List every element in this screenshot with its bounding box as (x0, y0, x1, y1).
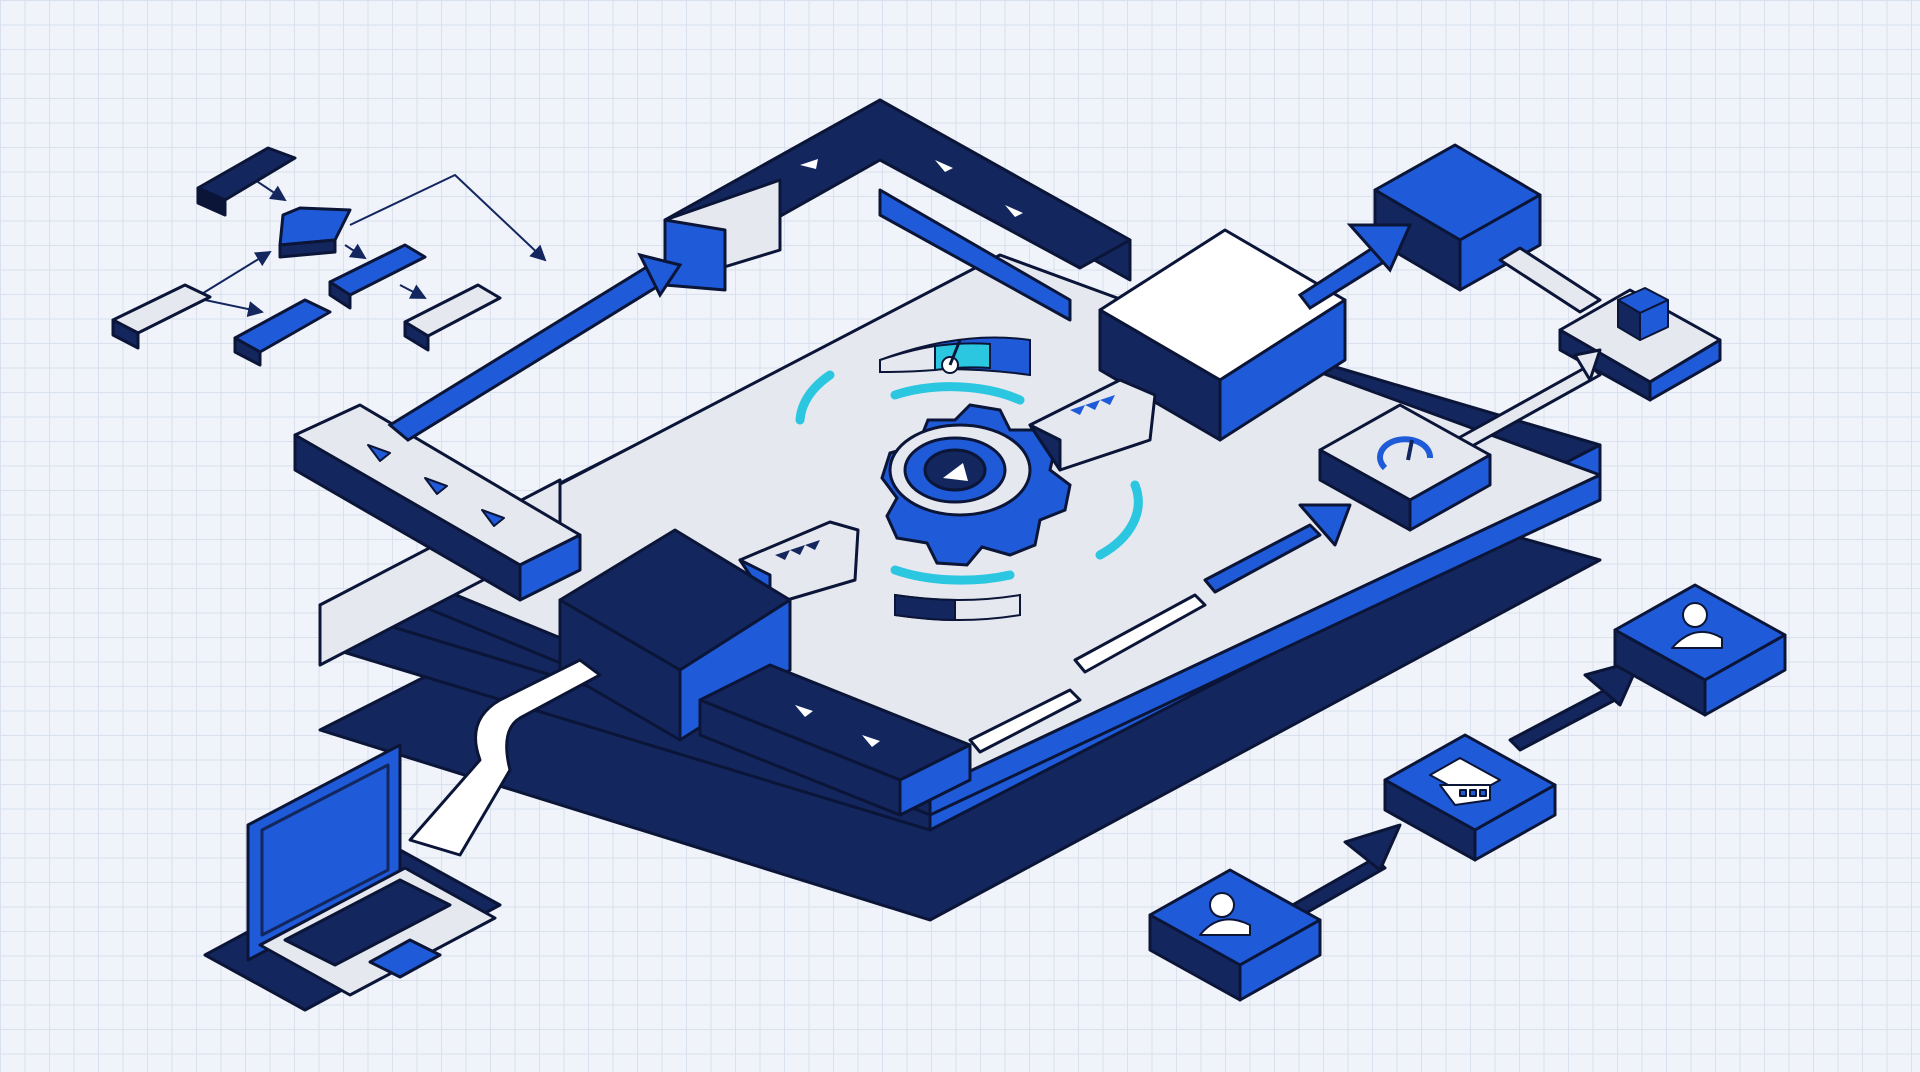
top-rail (663, 98, 1132, 322)
gauge-icon (1377, 436, 1433, 471)
flow-node-process-1 (328, 243, 427, 310)
rail-arrow-3 (1005, 205, 1023, 217)
package-block (1453, 246, 1722, 452)
bottom-arrow-1 (795, 705, 813, 717)
user-chain (1148, 583, 1787, 1002)
user-icon (1199, 892, 1251, 936)
flow-node-light-2 (403, 283, 502, 352)
gear-in-arrow (738, 520, 860, 607)
laptop-trackpad (368, 938, 442, 979)
bottom-gauge (894, 593, 1021, 622)
flow-node-process-2 (233, 298, 332, 367)
flow-node-decision (278, 206, 352, 259)
building-block (1383, 733, 1557, 862)
bottom-conveyor (698, 663, 972, 817)
bottom-arrow-2 (862, 735, 880, 747)
mini-flowchart (111, 146, 547, 367)
cycle-arrows (795, 370, 1143, 585)
flow-node-start (196, 146, 297, 217)
box-icon (1617, 287, 1669, 341)
flow-node-light-1 (111, 283, 212, 350)
top-right-cube (1373, 143, 1542, 292)
conveyor-arrow-1 (367, 444, 391, 462)
central-gear (795, 370, 1143, 585)
data-ribbon (408, 658, 602, 857)
user-block-left (1148, 868, 1322, 1002)
input-arrow (387, 252, 683, 442)
building-icon (1429, 757, 1501, 806)
output-pipe (968, 503, 1352, 754)
conveyor-arrow-2 (424, 477, 448, 495)
gauge-block (1318, 403, 1492, 532)
laptop-keyboard (283, 878, 452, 967)
process-block-dark (558, 528, 792, 742)
center-in-arrow (1028, 378, 1157, 472)
laptop (203, 743, 502, 1012)
center-box (1098, 228, 1347, 442)
conveyor-arrow-3 (481, 509, 505, 527)
top-right-arrow (1297, 223, 1413, 310)
speed-gauge (879, 336, 1031, 377)
user-block-right (1613, 583, 1787, 717)
rail-arrow-2 (935, 160, 953, 172)
rail-arrow-1 (800, 159, 818, 169)
user-icon (1671, 602, 1723, 649)
left-conveyor (293, 403, 582, 602)
